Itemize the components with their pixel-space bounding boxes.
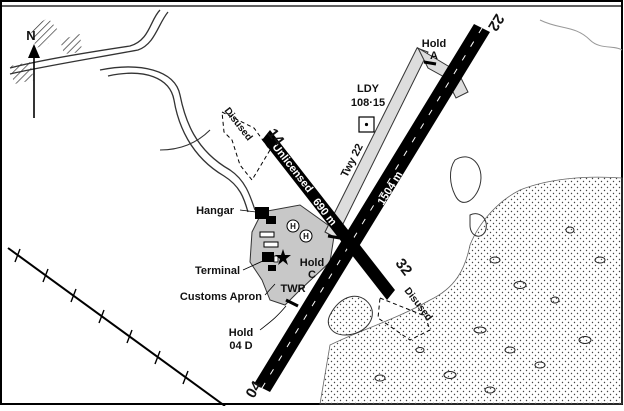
- navaid-ident: LDY: [357, 83, 380, 95]
- rock-outcrop: [450, 156, 482, 203]
- railway-line: [7, 247, 226, 407]
- boulders: [374, 226, 606, 394]
- north-label: N: [26, 28, 35, 43]
- disused-area-nw: [221, 111, 271, 181]
- leader-line: [259, 305, 287, 331]
- leader-line: [242, 259, 266, 271]
- runway-end-32: 32: [392, 255, 416, 279]
- helipad-icon: [286, 219, 300, 233]
- building: [259, 231, 275, 238]
- helipad-icon: [299, 229, 313, 243]
- built-up-area: [30, 18, 58, 48]
- terminal-building: [262, 252, 274, 262]
- building: [263, 241, 279, 248]
- helipad-label: H: [290, 222, 296, 231]
- hold-c-line1: Hold: [300, 257, 324, 269]
- road: [99, 66, 256, 211]
- helipad-label: H: [303, 232, 309, 241]
- navaid-frequency: 108·15: [351, 97, 385, 109]
- control-tower-icon: [275, 249, 291, 265]
- hold-a-line1: Hold: [422, 38, 446, 50]
- disused-label-nw: Disused: [222, 106, 255, 143]
- hold-a-line2: A: [430, 50, 438, 62]
- leader-line: [239, 209, 257, 213]
- hold-d-line1: Hold: [229, 327, 253, 339]
- hold-bar: [327, 234, 341, 240]
- hold-bar: [423, 60, 437, 66]
- hangar-building: [255, 207, 269, 219]
- rock-outcrop: [469, 213, 487, 237]
- north-arrow-icon: [28, 44, 40, 118]
- mudflats: [319, 176, 623, 405]
- customs-apron-label: Customs Apron: [180, 291, 262, 303]
- building: [268, 265, 276, 271]
- hold-c-line2: C: [308, 269, 316, 281]
- leader-line: [264, 283, 276, 296]
- vor-center-icon: [364, 122, 369, 127]
- built-up-area: [60, 34, 82, 54]
- runway-14-32-status: Unlicensed: [270, 141, 316, 195]
- building: [273, 255, 279, 263]
- hangar-label: Hangar: [196, 205, 235, 217]
- twr-label: TWR: [280, 283, 305, 295]
- road: [159, 129, 211, 151]
- terminal-label: Terminal: [195, 265, 240, 277]
- runway-end-22: 22: [484, 11, 507, 34]
- hangar-building: [266, 216, 276, 224]
- coastline: [539, 19, 623, 51]
- road: [9, 11, 169, 75]
- built-up-area: [10, 62, 34, 84]
- road: [107, 72, 249, 213]
- runway-04-22: [254, 24, 490, 392]
- apron-area: [249, 204, 336, 306]
- road: [9, 9, 161, 69]
- runway-14-32: [262, 130, 395, 300]
- hold-bar: [285, 298, 299, 308]
- hold-d-line2: 04 D: [229, 340, 252, 352]
- island: [327, 295, 373, 336]
- disused-area-se: [377, 297, 431, 341]
